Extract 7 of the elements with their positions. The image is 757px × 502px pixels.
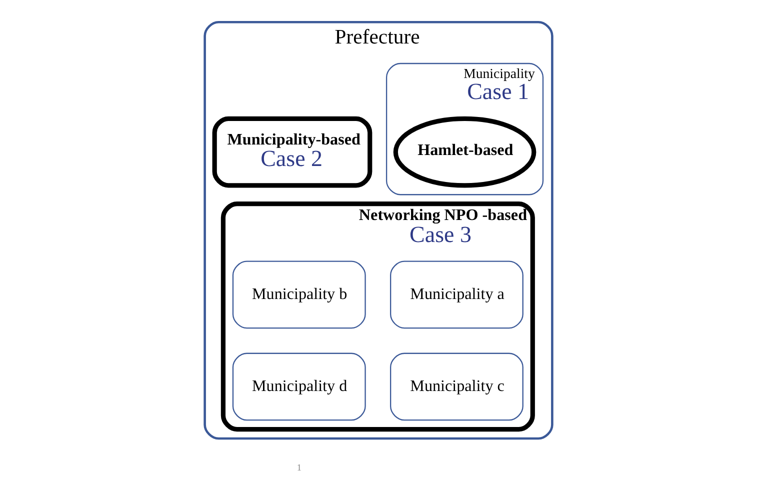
node-box: Municipality d [232, 352, 366, 421]
node-box: Municipality-based Case 2 [212, 116, 372, 188]
node-box: Municipality a [390, 260, 524, 329]
node-ellipse: Hamlet-based [393, 116, 536, 188]
node-box: Municipality c [390, 352, 524, 421]
node-box: Municipality b [232, 260, 366, 329]
label: 1 [296, 462, 302, 473]
